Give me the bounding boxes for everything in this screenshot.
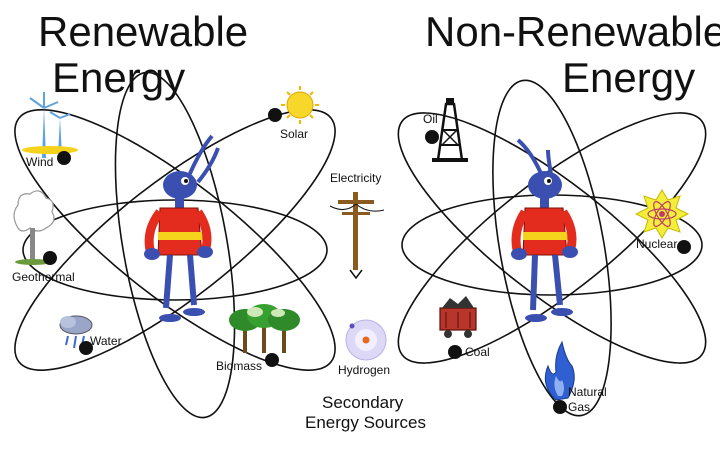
non-renewable-character: [511, 138, 578, 322]
gas-flame-icon: [544, 340, 575, 401]
non-renewable-orbit-diagonal-b: [397, 112, 707, 364]
geothermal-label: Geothermal: [12, 270, 75, 284]
wind-label: Wind: [26, 155, 53, 169]
non-renewable-orbit-vertical: [492, 79, 612, 417]
renewable-character: [144, 134, 220, 322]
coal-label: Coal: [465, 345, 490, 359]
wind-turbine-icon: [22, 92, 78, 158]
hydrogen-atom-icon: [345, 319, 387, 361]
coal-node: [448, 345, 462, 359]
renewable-title-line1: Renewable: [38, 8, 248, 55]
sun-icon: [281, 86, 319, 124]
renewable-orbit-diagonal-a: [14, 109, 336, 371]
natural-gas-label-line1: Natural: [568, 385, 607, 399]
nuclear-atom-icon: [634, 189, 690, 239]
rain-cloud-icon: [59, 315, 93, 349]
non-renewable-title-line1: Non-Renewable: [425, 8, 720, 55]
renewable-title-line2: Energy: [52, 54, 185, 101]
non-renewable-orbit-diagonal-a: [397, 112, 707, 364]
wind-node: [57, 151, 71, 165]
oil-label: Oil: [423, 112, 438, 126]
renewable-orbit-vertical: [114, 71, 236, 419]
coal-cart-icon: [439, 296, 477, 338]
oil-node: [425, 130, 439, 144]
natural-gas-node: [553, 400, 567, 414]
biomass-node: [265, 353, 279, 367]
trees-icon: [229, 304, 300, 353]
nuclear-node: [677, 240, 691, 254]
water-label: Water: [90, 334, 122, 348]
secondary-caption-line1: Secondary: [322, 393, 404, 412]
power-pole-icon: [329, 192, 385, 280]
geothermal-icon: [13, 190, 55, 265]
water-node: [79, 341, 93, 355]
natural-gas-label-line2: Gas: [568, 400, 590, 414]
geothermal-node: [43, 251, 57, 265]
secondary-caption-line2: Energy Sources: [305, 413, 426, 432]
electricity-label: Electricity: [330, 171, 381, 185]
nuclear-label: Nuclear: [636, 237, 677, 251]
solar-node: [268, 108, 282, 122]
renewable-orbit-diagonal-b: [14, 109, 336, 371]
non-renewable-title-line2: Energy: [562, 54, 695, 101]
oil-derrick-icon: [432, 98, 468, 162]
biomass-label: Biomass: [216, 359, 262, 373]
solar-label: Solar: [280, 127, 308, 141]
hydrogen-label: Hydrogen: [338, 363, 390, 377]
